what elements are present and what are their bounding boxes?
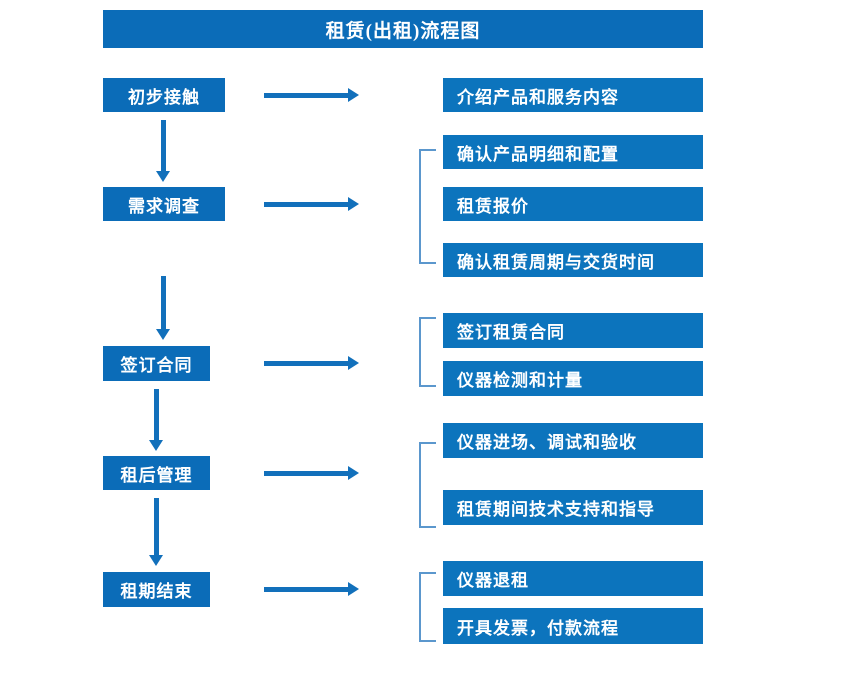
group-bracket-lease-end — [419, 572, 436, 642]
detail-box-invoice-payment[interactable]: 开具发票，付款流程 — [443, 608, 703, 644]
detail-box-instrument-return[interactable]: 仪器退租 — [443, 561, 703, 596]
stage-box-post-lease-management[interactable]: 租后管理 — [103, 456, 210, 490]
detail-box-technical-support[interactable]: 租赁期间技术支持和指导 — [443, 490, 703, 525]
vertical-arrow-2 — [156, 276, 170, 340]
group-bracket-post-lease — [419, 442, 436, 528]
horizontal-arrow-3 — [264, 356, 359, 370]
detail-box-introduce-products[interactable]: 介绍产品和服务内容 — [443, 78, 703, 112]
diagram-title-banner: 租赁(出租)流程图 — [103, 10, 703, 48]
detail-box-lease-quotation[interactable]: 租赁报价 — [443, 187, 703, 221]
horizontal-arrow-1 — [264, 88, 359, 102]
stage-box-sign-contract[interactable]: 签订合同 — [103, 346, 210, 381]
detail-box-confirm-lease-period[interactable]: 确认租赁周期与交货时间 — [443, 243, 703, 277]
detail-box-instrument-entry-commissioning[interactable]: 仪器进场、调试和验收 — [443, 423, 703, 458]
horizontal-arrow-2 — [264, 197, 359, 211]
stage-box-demand-survey[interactable]: 需求调查 — [103, 187, 225, 221]
stage-box-initial-contact[interactable]: 初步接触 — [103, 78, 225, 112]
group-bracket-demand-survey — [419, 149, 436, 264]
vertical-arrow-1 — [156, 120, 170, 182]
horizontal-arrow-4 — [264, 466, 359, 480]
detail-box-sign-lease-contract[interactable]: 签订租赁合同 — [443, 313, 703, 348]
vertical-arrow-4 — [149, 498, 163, 566]
vertical-arrow-3 — [149, 389, 163, 451]
horizontal-arrow-5 — [264, 582, 359, 596]
group-bracket-sign-contract — [419, 317, 436, 387]
detail-box-instrument-inspection[interactable]: 仪器检测和计量 — [443, 361, 703, 396]
stage-box-lease-end[interactable]: 租期结束 — [103, 572, 210, 607]
detail-box-confirm-product-details[interactable]: 确认产品明细和配置 — [443, 135, 703, 169]
